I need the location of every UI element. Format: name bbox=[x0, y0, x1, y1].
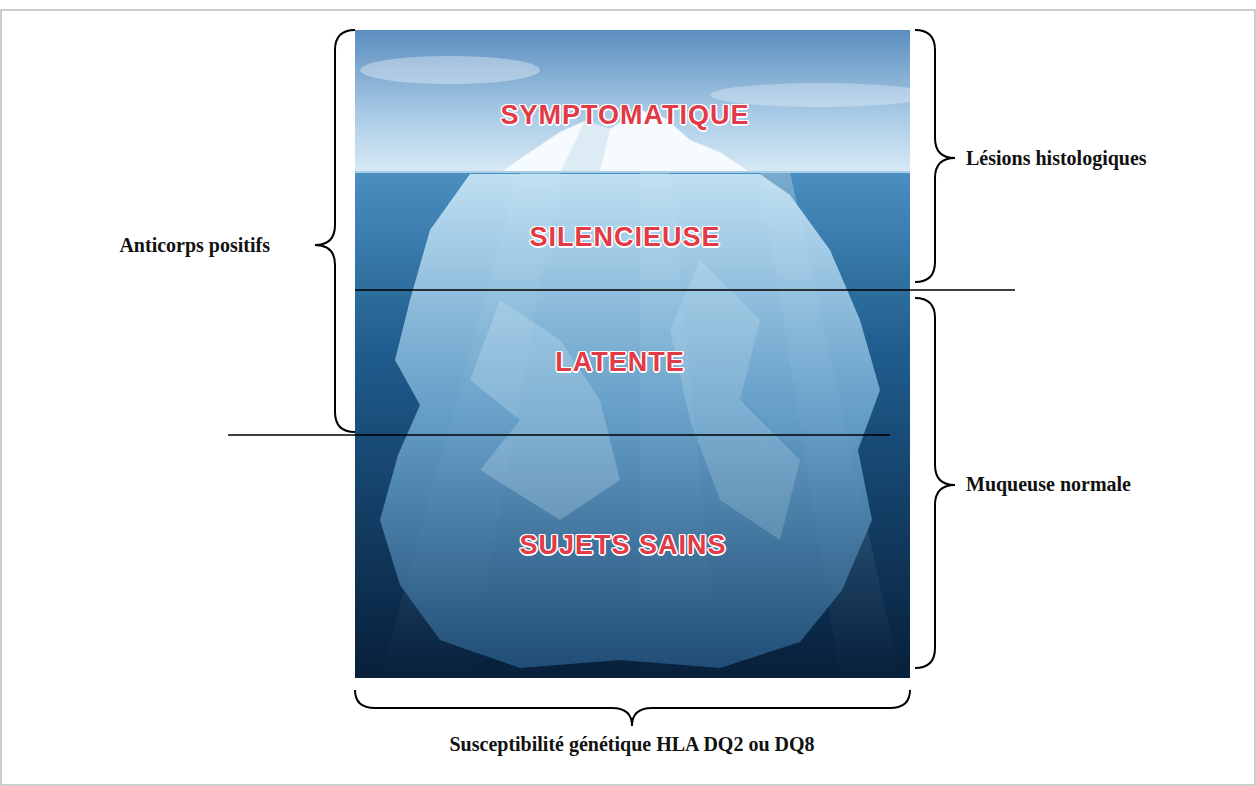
zone-label: SILENCIEUSE bbox=[529, 221, 720, 253]
zone-label: LATENTE bbox=[555, 346, 685, 378]
right-brace bbox=[915, 298, 955, 668]
zone-label: SUJETS SAINS bbox=[519, 529, 726, 561]
zone-label: SYMPTOMATIQUE bbox=[500, 99, 749, 131]
bracket-label: Muqueuse normale bbox=[966, 472, 1131, 496]
ice-highlight bbox=[470, 300, 620, 520]
cloud bbox=[360, 56, 540, 84]
waterline bbox=[355, 171, 910, 173]
iceberg-photo bbox=[355, 30, 910, 678]
bracket-label: Anticorps positifs bbox=[119, 233, 270, 257]
left-brace bbox=[315, 30, 355, 432]
divider-line bbox=[228, 434, 890, 436]
bottom-brace bbox=[355, 690, 910, 726]
bracket-label: Susceptibilité génétique HLA DQ2 ou DQ8 bbox=[449, 732, 814, 756]
divider-line bbox=[355, 289, 1015, 291]
iceberg-underwater bbox=[380, 174, 880, 668]
sea bbox=[355, 172, 910, 678]
right-brace bbox=[915, 30, 955, 282]
bracket-label: Lésions histologiques bbox=[966, 146, 1147, 170]
ice-highlight bbox=[670, 260, 800, 540]
outer-frame bbox=[1, 10, 1255, 785]
